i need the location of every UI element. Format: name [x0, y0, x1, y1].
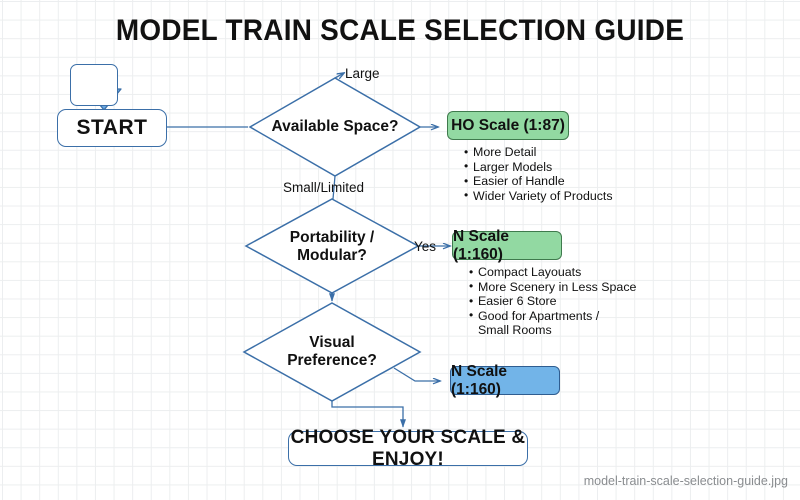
- list-item: Easier 6 Store: [469, 294, 669, 309]
- edge-label-yes: Yes: [414, 239, 437, 254]
- list-item: Larger Models: [464, 159, 664, 175]
- image-filename-caption: model-train-scale-selection-guide.jpg: [583, 474, 788, 488]
- edge-label-large: Large: [345, 66, 380, 81]
- edge-decision1-large: [334, 73, 344, 78]
- result-n-scale-blue[interactable]: N Scale (1:160): [450, 363, 560, 398]
- result-n-scale-green-bullets: Compact Layouats More Scenery in Less Sp…: [455, 265, 669, 338]
- node-decision-available-space[interactable]: Available Space?: [271, 118, 399, 135]
- result-n-scale-green[interactable]: N Scale (1:160): [452, 228, 562, 263]
- list-item: Compact Layouats: [469, 265, 669, 280]
- list-item: More Scenery in Less Space: [469, 279, 669, 295]
- list-item: More Detail: [464, 145, 664, 160]
- edge-label-small-limited: Small/Limited: [283, 180, 365, 195]
- result-ho-scale-bullets: More Detail Larger Models Easier of Hand…: [450, 145, 664, 203]
- node-decision-portability-modular[interactable]: Portability / Modular?: [289, 229, 375, 264]
- list-item: Wider Variety of Products: [464, 188, 664, 204]
- node-start[interactable]: START: [57, 109, 167, 147]
- list-item: Good for Apartments / Small Rooms: [469, 308, 669, 338]
- download-arrow-icon: [70, 64, 118, 106]
- result-ho-scale[interactable]: HO Scale (1:87): [447, 111, 569, 140]
- node-decision-visual-preference[interactable]: Visual Preference?: [287, 334, 377, 369]
- node-end[interactable]: CHOOSE YOUR SCALE & ENJOY!: [288, 427, 528, 470]
- edge-decision3-to-end: [331, 401, 407, 428]
- list-item: Easier of Handle: [464, 174, 664, 189]
- page-title: MODEL TRAIN SCALE SELECTION GUIDE: [115, 14, 685, 47]
